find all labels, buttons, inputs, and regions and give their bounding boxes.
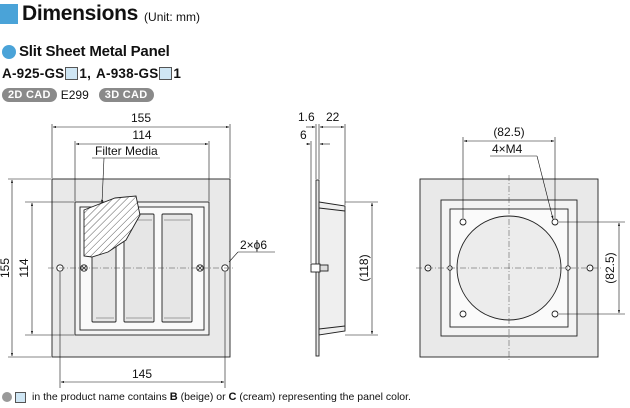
subsection-title: Slit Sheet Metal Panel (19, 43, 170, 60)
model-numbers: A-925-GS 1 , A-938-GS 1 (2, 66, 181, 81)
subsection-header: Slit Sheet Metal Panel (2, 43, 170, 60)
model-2-prefix: A-938-GS (96, 66, 159, 81)
note-text-b: (beige) or (180, 391, 226, 403)
side-dimensions (306, 124, 378, 336)
color-code-box-icon (65, 67, 79, 80)
note-text-c: (cream) representing the panel color. (239, 391, 411, 403)
model-1-suffix: 1 (79, 66, 88, 81)
bullet-circle-icon (2, 44, 16, 59)
page-title: Dimensions (22, 2, 139, 25)
front-width-inner: 114 (132, 128, 151, 142)
front-hole-label: 2×ϕ6 (240, 238, 267, 252)
header-square-icon (0, 4, 18, 24)
side-height: (118) (357, 254, 371, 281)
side-body (318, 201, 346, 336)
side-nut (310, 263, 321, 273)
model-1-prefix: A-925-GS (2, 66, 65, 81)
note-bullet-icon (2, 392, 12, 402)
front-bottom-dim: 145 (132, 367, 152, 381)
rear-holes-label: 4×M4 (492, 142, 523, 156)
front-view (51, 178, 231, 358)
rear-right-dim: (82.5) (603, 252, 617, 283)
rear-top-dim: (82.5) (493, 125, 524, 139)
side-dim-c: 6 (300, 128, 307, 142)
cad-badges: 2D CAD E299 3D CAD (2, 88, 154, 102)
unit-label: (Unit: mm) (144, 9, 201, 24)
front-dimensions (8, 124, 275, 388)
front-height-inner: 114 (17, 258, 31, 277)
filter-media-label: Filter Media (95, 144, 158, 158)
cad-3d-button[interactable]: 3D CAD (98, 88, 154, 102)
side-dim-a: 1.6 (298, 110, 315, 124)
note-text-pre: in the product name contains (32, 391, 167, 403)
note-code-c: C (228, 391, 237, 403)
color-code-box-icon (15, 391, 26, 403)
front-width-outer: 155 (131, 111, 151, 125)
rear-centerlines (416, 175, 602, 361)
cad-2d-button[interactable]: 2D CAD (2, 88, 57, 102)
note-code-b: B (169, 391, 178, 403)
cad-code: E299 (60, 88, 89, 102)
section-header: Dimensions (Unit: mm) (0, 2, 200, 26)
filter-media-cutaway (83, 195, 141, 258)
side-dim-b: 22 (326, 110, 340, 124)
model-separator: , (87, 66, 92, 81)
front-height-outer: 155 (0, 258, 12, 278)
color-code-box-icon (159, 67, 173, 80)
rear-dimensions (462, 137, 625, 315)
color-note: in the product name contains B (beige) o… (2, 391, 411, 403)
side-view (310, 179, 346, 357)
model-2-suffix: 1 (173, 66, 182, 81)
